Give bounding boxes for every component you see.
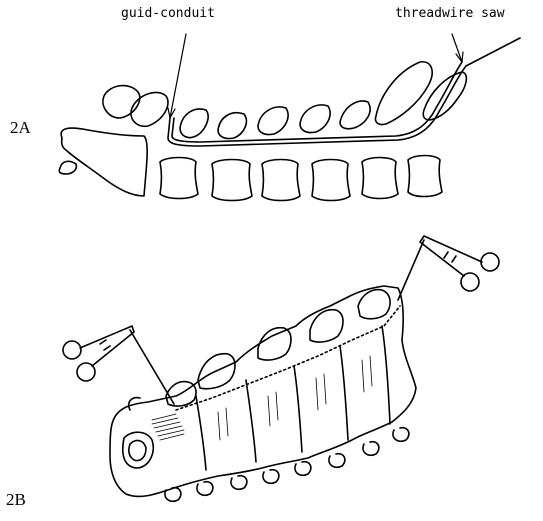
spinous-process (131, 92, 168, 126)
facet-coil (231, 476, 247, 490)
spinous-process (218, 113, 246, 139)
hemostat-ratchet (100, 340, 110, 350)
facet-coil (197, 482, 213, 496)
hemostat-jaw (80, 326, 134, 366)
facet-coil (393, 428, 409, 442)
vertebral-body (408, 156, 442, 197)
hemostat-ring (63, 341, 81, 359)
hemostat-ring (481, 253, 499, 271)
panel-2b-drawing (63, 236, 499, 501)
left-hemostat (63, 326, 134, 381)
spine-outline (110, 286, 416, 496)
vertebra-segment (246, 380, 256, 462)
spinous-process (310, 310, 343, 342)
vertebral-body (212, 160, 252, 201)
bone-fragment (59, 161, 76, 174)
guide-conduit-inner (172, 62, 462, 142)
vertebral-canal-inner (129, 441, 146, 461)
hemostat-jaw (420, 236, 482, 276)
vertebral-body (160, 158, 198, 199)
hatching (152, 414, 184, 440)
spinous-process (180, 109, 208, 138)
facet-coil (263, 470, 279, 484)
spinous-process (340, 101, 370, 129)
guide-conduit-label: guid-conduit (121, 6, 215, 21)
facet-coil (363, 442, 379, 456)
spinous-process (423, 72, 466, 120)
spinous-process (103, 86, 140, 118)
panel-2a-label: 2A (10, 118, 31, 138)
vertebra-segment (382, 326, 390, 424)
facet-coil (329, 454, 345, 468)
hemostat-ratchet (444, 252, 456, 262)
right-hemostat (420, 236, 499, 291)
vertebral-body (312, 160, 350, 201)
saw-leader-line (452, 34, 462, 62)
threadwire-saw-label: threadwire saw (395, 6, 505, 21)
facet-coil (295, 462, 311, 476)
spinous-process (300, 105, 330, 133)
vertebral-body (262, 160, 300, 201)
guide-leader-line (170, 34, 186, 118)
panel-2a-drawing (59, 34, 520, 201)
spinous-process (258, 328, 291, 360)
vertebral-body (362, 158, 398, 199)
vertebra-segment (196, 396, 206, 470)
vertebra-segment (294, 366, 302, 452)
vertebral-canal (123, 432, 153, 468)
spinous-process (258, 107, 288, 135)
threadwire-saw (466, 38, 520, 66)
panel-2b-label: 2B (6, 490, 26, 510)
spinous-process (358, 290, 390, 319)
osteotomy-line (176, 306, 400, 410)
wire-saw-right (398, 240, 424, 300)
vertebra-segment (340, 346, 348, 440)
